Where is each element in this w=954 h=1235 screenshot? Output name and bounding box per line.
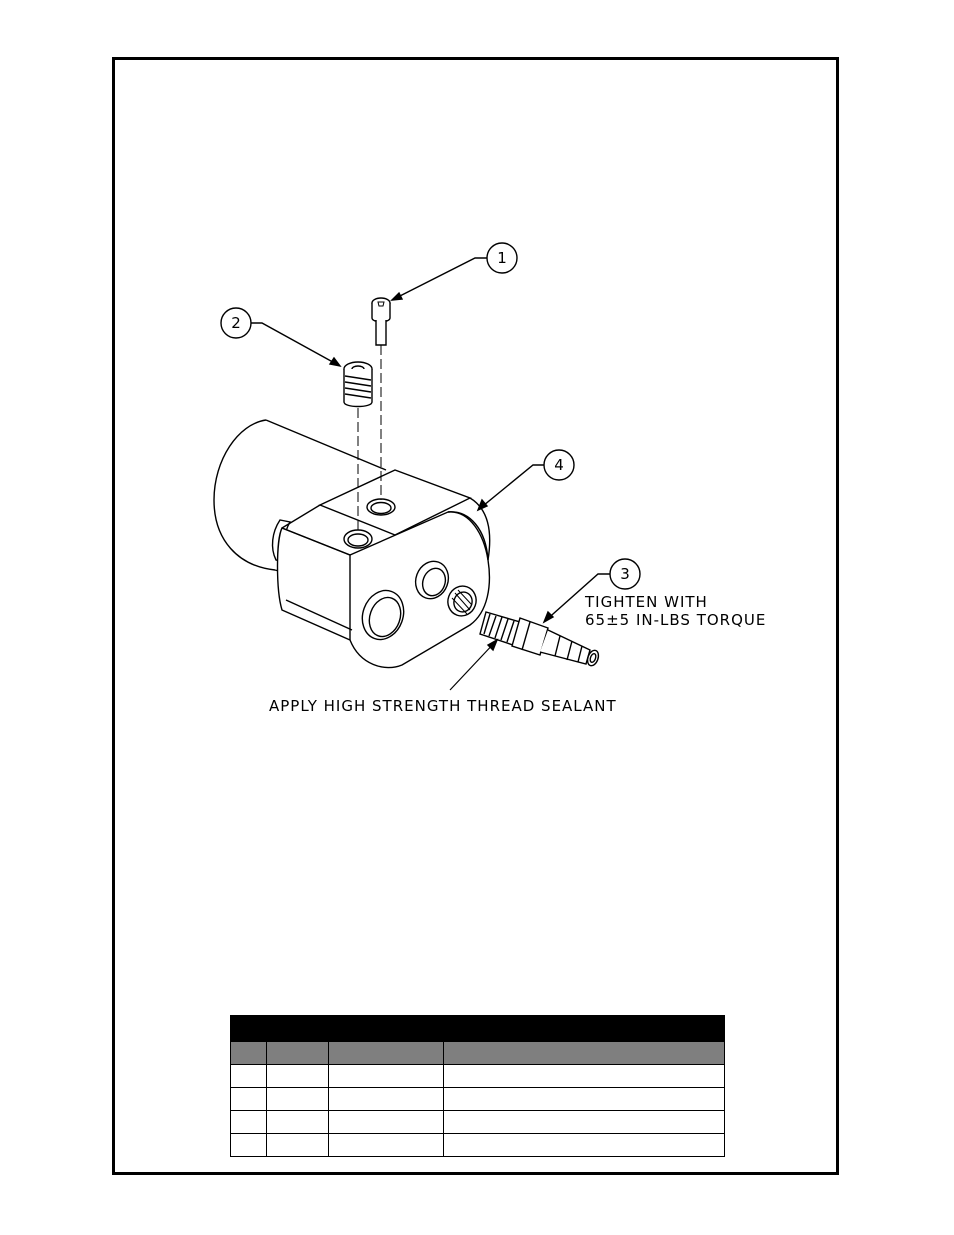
balloon-3-label: 3: [620, 565, 630, 583]
table-cell: [230, 1064, 267, 1088]
table-cell: [230, 1133, 267, 1157]
sealant-note: APPLY HIGH STRENGTH THREAD SEALANT: [269, 697, 617, 715]
balloon-4: [476, 449, 575, 512]
torque-note-line-1: TIGHTEN WITH: [584, 593, 708, 611]
header-item: [230, 1041, 267, 1065]
table-cell: [443, 1087, 725, 1111]
part-3-hose-barb-fitting: [479, 611, 600, 667]
table-cell: [443, 1064, 725, 1088]
table-cell: [328, 1133, 444, 1157]
balloon-2-label: 2: [231, 314, 241, 332]
header-part-number: [328, 1041, 444, 1065]
part-4-block: [213, 419, 491, 669]
table-cell: [230, 1087, 267, 1111]
table-row: [230, 1064, 725, 1088]
balloon-1-label: 1: [497, 249, 507, 267]
balloon-1: [390, 242, 518, 301]
table-cell: [266, 1133, 329, 1157]
table-cell: [328, 1087, 444, 1111]
balloon-2: [220, 307, 342, 368]
table-row: [230, 1110, 725, 1134]
balloon-4-label: 4: [554, 456, 564, 474]
sealant-leader: [449, 639, 498, 691]
table-cell: [328, 1064, 444, 1088]
part-1-cap-screw: [371, 297, 391, 500]
table-cell: [443, 1110, 725, 1134]
table-cell: [266, 1110, 329, 1134]
header-qty: [266, 1041, 329, 1065]
part-2-set-screw: [343, 361, 373, 532]
parts-list-table: [230, 1015, 725, 1157]
table-cell: [266, 1087, 329, 1111]
table-cell: [230, 1110, 267, 1134]
table-row: [230, 1133, 725, 1157]
page-frame: [112, 57, 839, 1175]
balloon-3: [542, 558, 641, 624]
torque-note-line-2: 65±5 IN-LBS TORQUE: [585, 611, 766, 629]
table-row: [230, 1087, 725, 1111]
table-cell: [443, 1133, 725, 1157]
table-cell: [266, 1064, 329, 1088]
header-description: [443, 1041, 725, 1065]
table-cell: [328, 1110, 444, 1134]
parts-table-title: [230, 1015, 725, 1042]
